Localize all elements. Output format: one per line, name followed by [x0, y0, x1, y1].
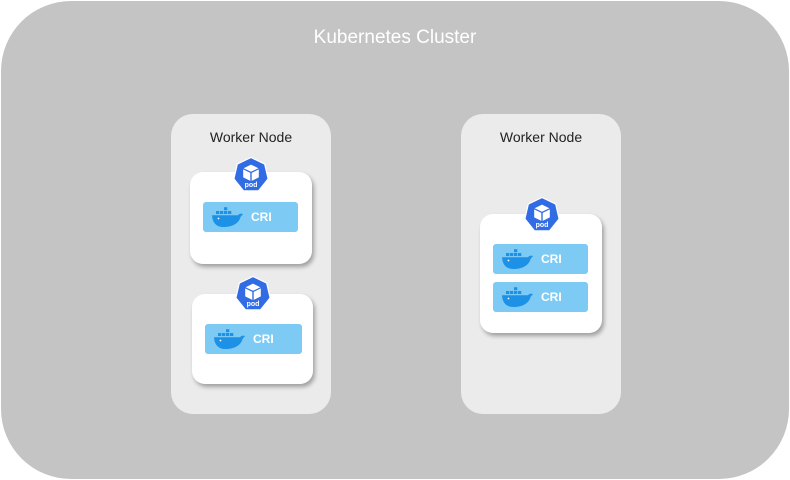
worker-node-2: Worker Node CRI CRI pod [461, 114, 621, 414]
pod-3: CRI CRI [480, 214, 602, 333]
docker-whale-icon [212, 328, 246, 350]
pod-icon-label: pod [247, 301, 260, 308]
docker-whale-icon [500, 286, 534, 308]
cri-label: CRI [251, 210, 272, 224]
worker-node-1: Worker Node CRI pod CRI pod [171, 114, 331, 414]
cluster-title: Kubernetes Cluster [313, 27, 477, 48]
cri-label: CRI [541, 290, 562, 304]
cri-container: CRI [203, 202, 298, 232]
docker-whale-icon [500, 248, 534, 270]
cri-label: CRI [541, 252, 562, 266]
kubernetes-pod-icon: pod [523, 196, 561, 234]
kubernetes-pod-icon: pod [232, 156, 270, 194]
worker-node-title: Worker Node [499, 129, 583, 145]
cri-container: CRI [205, 324, 302, 354]
cri-label: CRI [253, 332, 274, 346]
kubernetes-pod-icon: pod [234, 275, 272, 313]
worker-node-title: Worker Node [209, 129, 293, 145]
docker-whale-icon [210, 206, 244, 228]
pod-icon-label: pod [245, 182, 258, 189]
pod-icon-label: pod [536, 222, 549, 229]
cri-container: CRI [493, 244, 588, 274]
cri-container: CRI [493, 282, 588, 312]
